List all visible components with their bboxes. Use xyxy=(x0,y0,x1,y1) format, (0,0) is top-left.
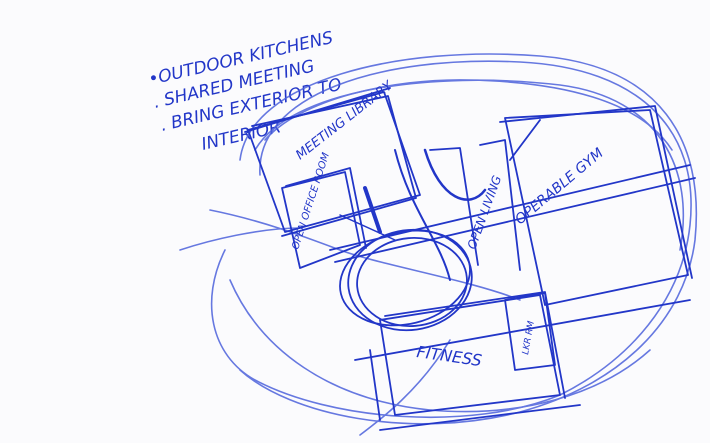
label-operable-gym: OPERABLE GYM xyxy=(512,145,606,228)
room-labels: MEETING LIBRARY OPEN OFFICE ROOM OPEN LI… xyxy=(290,78,606,370)
label-open-office: OPEN OFFICE ROOM xyxy=(290,151,332,251)
label-fitness: FITNESS xyxy=(415,342,483,370)
label-locker: LKR RM xyxy=(521,320,537,355)
